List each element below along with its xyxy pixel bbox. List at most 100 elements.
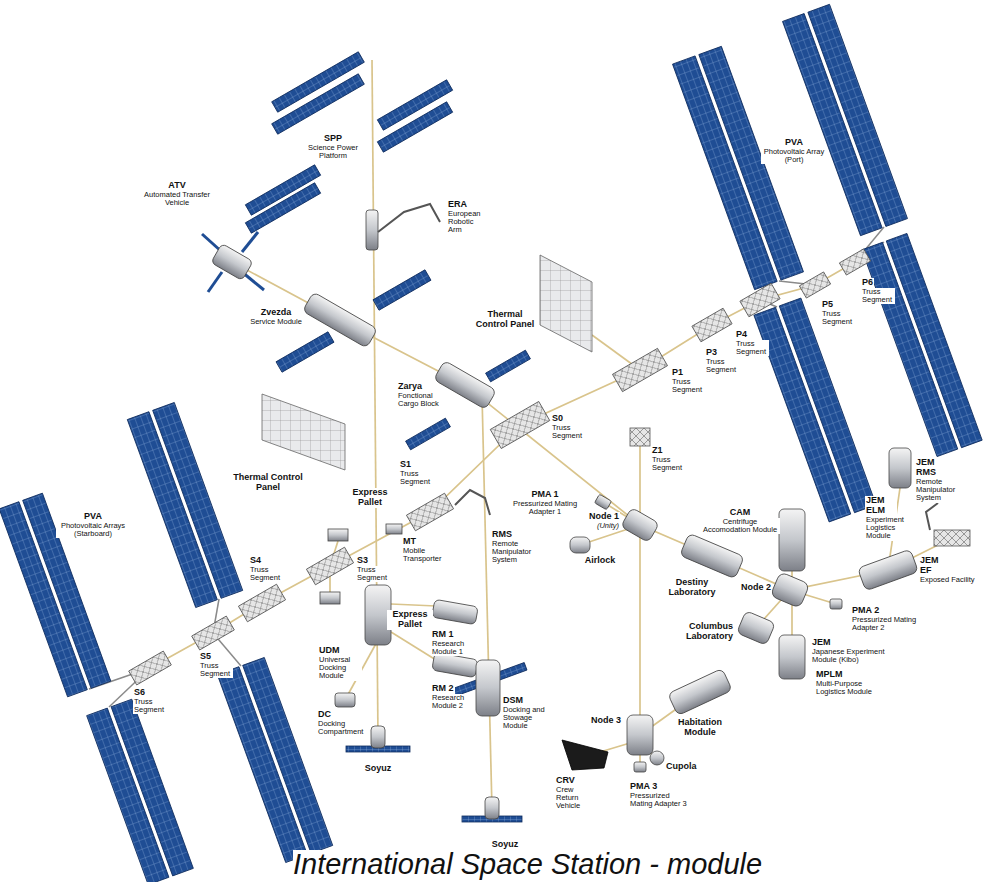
part-description: Photovoltaic Arrays (Starboard) bbox=[56, 522, 130, 539]
part-description: Japanese Experiment Module (Kibo) bbox=[811, 648, 889, 665]
truss-segment bbox=[129, 249, 970, 685]
truss-segment bbox=[630, 428, 650, 446]
solar-array bbox=[373, 270, 431, 310]
part-name: PVA bbox=[784, 138, 804, 148]
module bbox=[320, 592, 340, 604]
module bbox=[485, 797, 499, 819]
part-name: Columbus Laboratory bbox=[676, 622, 734, 642]
solar-array bbox=[153, 402, 243, 598]
truss-segment bbox=[238, 584, 285, 622]
truss-segment bbox=[692, 308, 732, 342]
truss-segment bbox=[406, 493, 453, 531]
part-name: MPLM bbox=[815, 670, 844, 680]
module bbox=[371, 726, 385, 748]
part-description: Pressurized Mating Adapter 2 bbox=[851, 616, 923, 633]
part-description: Universal Docking Module bbox=[318, 656, 362, 681]
part-description: Truss Segment bbox=[133, 698, 167, 715]
part-name: RM 1 bbox=[431, 630, 455, 640]
part-description: Fonctional Cargo Block bbox=[397, 392, 441, 409]
part-name: Zvezda bbox=[260, 308, 293, 318]
part-description: Truss Segment bbox=[735, 340, 769, 357]
solar-array bbox=[243, 657, 333, 853]
solar-array bbox=[377, 102, 452, 152]
thermal-panel bbox=[262, 394, 345, 470]
part-name: Node 1 bbox=[588, 512, 620, 522]
module bbox=[779, 635, 805, 679]
part-name: S3 bbox=[356, 556, 369, 566]
part-description: European Robotic Arm bbox=[447, 210, 483, 235]
part-name: Thermal Control Panel bbox=[232, 473, 304, 493]
module bbox=[668, 668, 733, 715]
part-description: Truss Segment bbox=[551, 424, 585, 441]
module bbox=[770, 572, 810, 608]
part-name: PMA 3 bbox=[629, 782, 658, 792]
module bbox=[830, 599, 842, 609]
part-description: Remote Manipulator System bbox=[491, 540, 537, 565]
part-description: Automated Transfer Vehicle bbox=[140, 191, 214, 208]
module bbox=[858, 549, 919, 591]
part-name: PMA 1 bbox=[530, 490, 559, 500]
truss-segment bbox=[490, 401, 549, 448]
thermal-panel bbox=[262, 255, 592, 470]
module bbox=[770, 572, 810, 608]
part-name: RMS bbox=[491, 530, 513, 540]
module bbox=[211, 243, 253, 280]
truss-segment bbox=[799, 272, 830, 298]
robotic-arm bbox=[378, 204, 938, 530]
solar-array bbox=[754, 298, 876, 522]
truss-segment bbox=[839, 249, 870, 275]
module bbox=[858, 549, 919, 591]
module bbox=[737, 611, 776, 646]
part-description: Truss Segment bbox=[821, 310, 855, 327]
part-name: Habitation Module bbox=[671, 718, 729, 738]
part-name: MT bbox=[402, 537, 417, 547]
part-description: (Unity) bbox=[596, 522, 620, 530]
module bbox=[302, 292, 377, 348]
module bbox=[302, 292, 377, 348]
part-name: Cupola bbox=[665, 762, 698, 772]
truss-segment bbox=[692, 308, 732, 342]
module bbox=[434, 360, 497, 409]
solar-array bbox=[0, 4, 982, 882]
crew-return-vehicle bbox=[562, 740, 608, 770]
caption: International Space Station - module bbox=[293, 850, 762, 879]
part-description: Centrifuge Accomodation Module bbox=[700, 518, 780, 535]
part-name: ATV bbox=[167, 181, 186, 191]
solar-array bbox=[783, 4, 908, 235]
part-description: Photovoltaic Array (Port) bbox=[761, 148, 827, 165]
solar-array bbox=[272, 74, 365, 134]
module bbox=[476, 660, 500, 716]
module bbox=[211, 243, 253, 280]
truss-segment bbox=[192, 616, 235, 650]
module bbox=[434, 360, 497, 409]
part-name: Soyuz bbox=[491, 840, 520, 850]
part-name: Destiny Laboratory bbox=[665, 578, 719, 598]
part-name: JEM ELM bbox=[865, 496, 897, 516]
thermal-panel bbox=[540, 255, 592, 352]
part-name: Thermal Control Panel bbox=[471, 310, 539, 330]
part-name: RM 2 bbox=[431, 684, 455, 694]
module bbox=[594, 494, 611, 510]
atv-array bbox=[202, 232, 264, 292]
part-description: Remote Manipulator System bbox=[915, 478, 983, 503]
part-name: CRV bbox=[555, 776, 576, 786]
solar-array bbox=[87, 699, 194, 882]
solar-array bbox=[406, 418, 451, 450]
module bbox=[668, 668, 733, 715]
part-name: Node 2 bbox=[740, 583, 772, 593]
part-name: JEM RMS bbox=[915, 458, 947, 478]
part-name: Z1 bbox=[651, 446, 664, 456]
truss-segment bbox=[192, 616, 235, 650]
truss-segment bbox=[612, 348, 667, 391]
solar-array bbox=[111, 699, 193, 876]
part-name: S4 bbox=[249, 556, 262, 566]
truss-segment bbox=[306, 547, 353, 585]
crew-return-vehicle bbox=[562, 740, 608, 770]
part-name: P1 bbox=[671, 368, 684, 378]
part-description: Science Power Platform bbox=[305, 144, 362, 161]
part-description: Truss Segment bbox=[249, 566, 283, 583]
structure-line bbox=[391, 604, 436, 606]
part-name: ERA bbox=[447, 200, 468, 210]
truss-segment bbox=[306, 547, 353, 585]
part-name: UDM bbox=[318, 646, 341, 656]
